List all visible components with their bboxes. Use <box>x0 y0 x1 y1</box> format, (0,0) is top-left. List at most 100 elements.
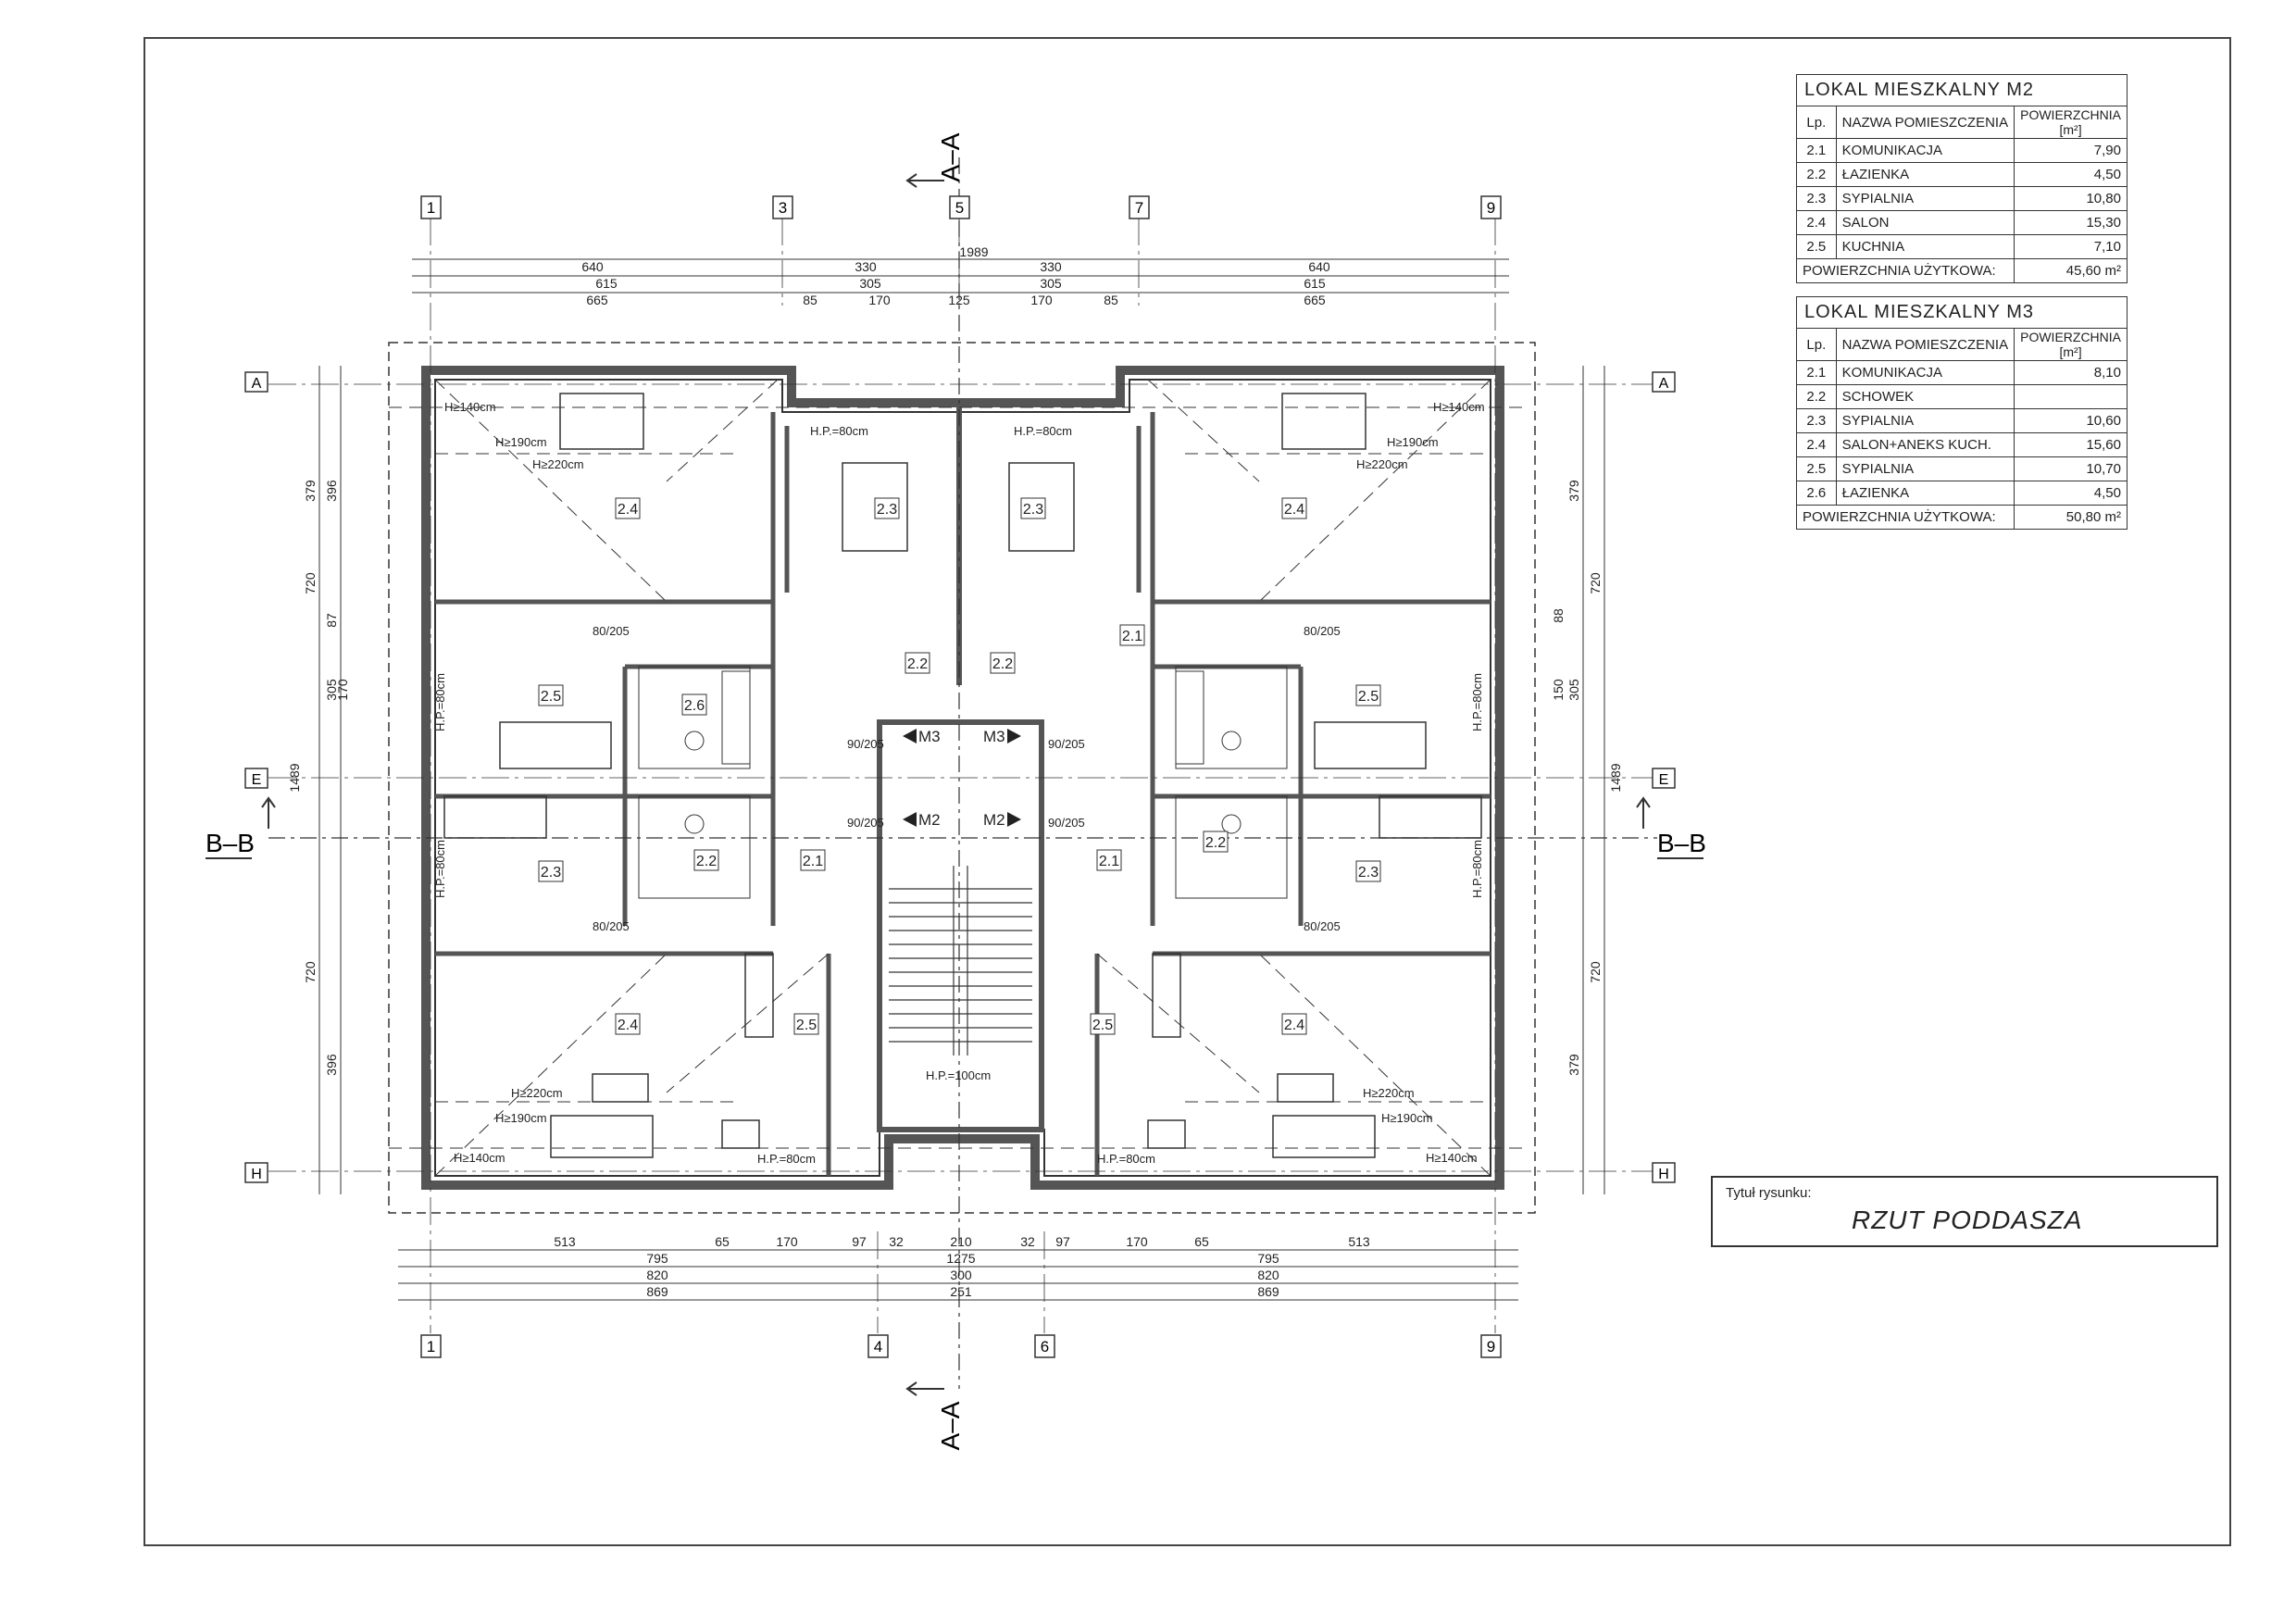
grid-label: 4 <box>874 1338 882 1355</box>
dim-text: 251 <box>950 1284 972 1299</box>
grid-lines <box>268 218 1657 1333</box>
room-tag: 2.4 <box>618 1018 638 1033</box>
dim-text: 1989 <box>959 244 988 259</box>
stair-labels: M3 M2 M3 M2 <box>903 728 1021 829</box>
dim-text: 305 <box>324 679 339 701</box>
dim-text: 305 <box>1040 276 1062 291</box>
annotation: H≥220cm <box>1356 457 1408 471</box>
table-total-row: POWIERZCHNIA UŻYTKOWA:45,60 m² <box>1795 258 2128 283</box>
dim-text: 87 <box>324 613 339 628</box>
dim-text: 330 <box>1040 259 1062 274</box>
table-total-row: POWIERZCHNIA UŻYTKOWA:50,80 m² <box>1795 505 2128 530</box>
dim-text: 640 <box>1308 259 1330 274</box>
dim-text: 210 <box>950 1234 972 1249</box>
annotation: H≥220cm <box>1363 1086 1415 1100</box>
annotation: H≥190cm <box>495 435 547 449</box>
room-tag: 2.3 <box>1023 502 1043 518</box>
arrow-icon <box>903 729 917 743</box>
col-header-name: NAZWA POMIESZCZENIA <box>1835 328 2015 361</box>
section-markers: A–A A–A B–B B–B <box>206 132 1706 1450</box>
arrow-icon <box>1007 812 1021 827</box>
stair-core <box>877 719 1044 1132</box>
dim-text: 330 <box>855 259 877 274</box>
annotation: H≥140cm <box>454 1151 505 1165</box>
annotation: H≥140cm <box>1433 400 1485 414</box>
door-label: 90/205 <box>1048 816 1085 830</box>
annotation: H≥140cm <box>1426 1151 1478 1165</box>
drawing-title: RZUT PODDASZA <box>1852 1206 2083 1234</box>
room-tags: 2.4 2.3 2.3 2.4 2.5 2.6 2.2 2.2 2.1 2.5 … <box>538 497 1381 1035</box>
grid-label: H <box>251 1167 262 1182</box>
room-tag: 2.4 <box>1284 1018 1304 1033</box>
annotation: H.P.=100cm <box>926 1068 991 1082</box>
dim-text: 513 <box>1348 1234 1370 1249</box>
section-bb-right: B–B <box>1657 829 1706 857</box>
section-aa-bottom: A–A <box>936 1401 965 1450</box>
col-header-name: NAZWA POMIESZCZENIA <box>1835 106 2015 139</box>
annotation: H≥220cm <box>511 1086 563 1100</box>
section-bb-left: B–B <box>206 829 255 857</box>
dim-text: 869 <box>1257 1284 1279 1299</box>
grid-label: E <box>1659 772 1669 788</box>
grid-markers-side: A A E E H H <box>244 371 1676 1183</box>
grid-markers-bottom: 1 4 6 9 <box>420 1334 1502 1358</box>
grid-label: A <box>1659 376 1669 392</box>
grid-label: E <box>252 772 262 788</box>
dim-text: 88 <box>1551 608 1566 623</box>
room-table-m3: LOKAL MIESZKALNY M3 Lp. NAZWA POMIESZCZE… <box>1795 296 2128 530</box>
room-tag: 2.5 <box>1092 1018 1113 1033</box>
grid-label: 9 <box>1487 1338 1495 1355</box>
bathroom-fixtures <box>638 666 1288 899</box>
dim-text: 85 <box>1104 293 1118 307</box>
dim-text: 150 <box>1551 679 1566 701</box>
title-block: Tytuł rysunku: RZUT PODDASZA <box>1711 1176 2218 1247</box>
dim-text: 720 <box>1588 961 1603 983</box>
dim-text: 795 <box>646 1251 668 1266</box>
interior-partitions <box>435 412 1491 1176</box>
dim-text: 65 <box>715 1234 730 1249</box>
roof-slope-lines <box>389 379 1528 1177</box>
room-tag: 2.3 <box>541 865 561 881</box>
section-arrow-icon <box>1636 796 1651 829</box>
table-title: LOKAL MIESZKALNY M3 <box>1796 296 2128 329</box>
annotation: H≥190cm <box>495 1111 547 1125</box>
door-label: 80/205 <box>1304 919 1341 933</box>
room-tag: 2.5 <box>1358 689 1379 705</box>
annotation: H.P.=80cm <box>1470 673 1484 731</box>
grid-label: 5 <box>955 199 964 217</box>
annotation: H.P.=80cm <box>757 1152 816 1166</box>
grid-label: 1 <box>427 199 435 217</box>
col-header-lp: Lp. <box>1796 328 1837 361</box>
room-tag: 2.4 <box>1284 502 1304 518</box>
dim-text: 513 <box>554 1234 576 1249</box>
dim-text: 1489 <box>1608 763 1623 792</box>
furniture <box>443 393 1482 1158</box>
dim-text: 720 <box>303 961 318 983</box>
col-header-area: POWIERZCHNIA[m²] <box>2014 106 2128 139</box>
stair-treads <box>889 866 1032 1056</box>
dimension-lines <box>318 258 1605 1301</box>
grid-label: 6 <box>1041 1338 1049 1355</box>
col-header-lp: Lp. <box>1796 106 1837 139</box>
room-tag: 2.1 <box>1122 629 1142 644</box>
dimension-texts-top: 640 330 1989 330 640 615 305 305 615 665… <box>581 244 1330 307</box>
room-tag: 2.1 <box>1099 854 1119 869</box>
room-tag: 2.2 <box>1205 835 1226 851</box>
dim-text: 665 <box>586 293 608 307</box>
section-aa-top: A–A <box>936 132 965 181</box>
door-label: 80/205 <box>593 624 630 638</box>
door-label: 90/205 <box>1048 737 1085 751</box>
stair-label: M3 <box>983 728 1005 745</box>
stair-label: M2 <box>918 811 941 829</box>
door-label: 90/205 <box>847 737 884 751</box>
room-tag: 2.5 <box>541 689 561 705</box>
dim-text: 170 <box>1126 1234 1148 1249</box>
arrow-icon <box>903 812 917 827</box>
table-title: LOKAL MIESZKALNY M2 <box>1796 74 2128 106</box>
